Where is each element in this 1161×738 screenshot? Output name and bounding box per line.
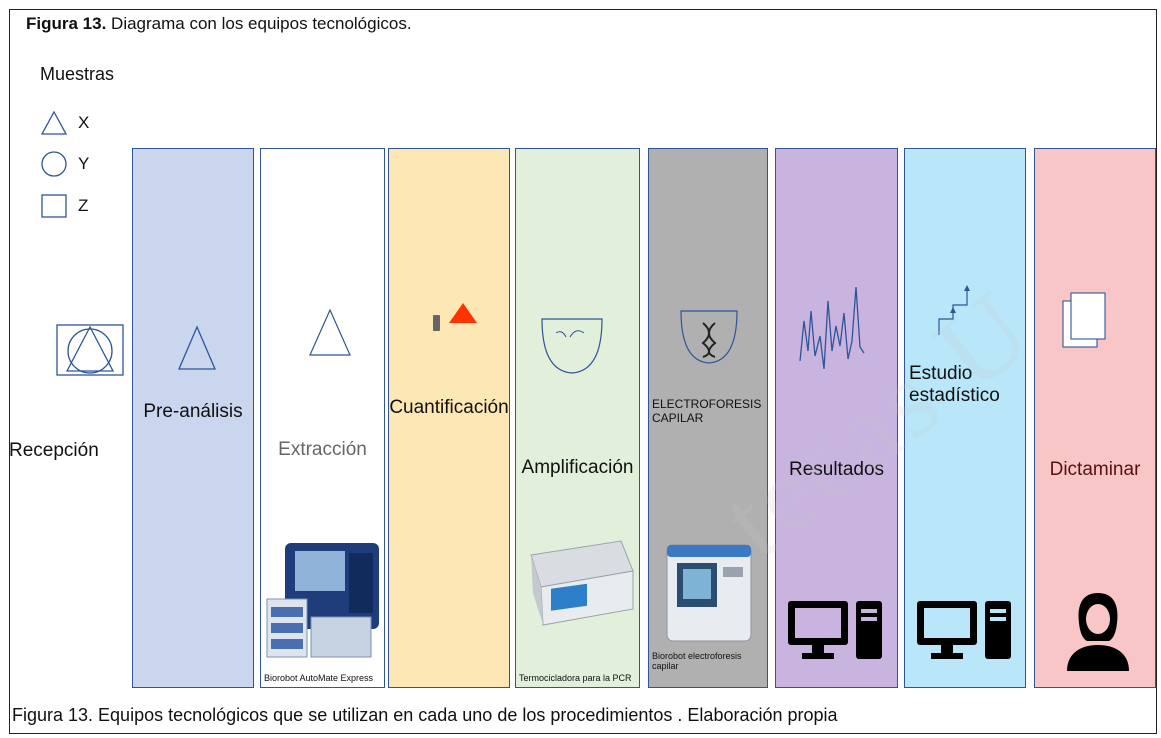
- reception-label: Recepción: [9, 440, 99, 461]
- triangle-icon: [309, 308, 351, 356]
- stage-results: Resultados: [775, 148, 898, 688]
- stage-label: ELECTROFORESIS CAPILAR: [649, 397, 770, 425]
- stage-electrophoresis: ELECTROFORESIS CAPILAR Biorobot electrof…: [648, 148, 768, 688]
- triangle-icon: [178, 325, 216, 370]
- legend-heading: Muestras: [40, 64, 115, 84]
- person-icon: [1067, 593, 1129, 671]
- documents-icon: [1062, 292, 1106, 348]
- stage-extraction: Extracción Biorobot AutoMate Express: [260, 148, 385, 688]
- stage-statistics: Estudio estadístico: [904, 148, 1026, 688]
- square-icon: [41, 194, 67, 218]
- stage-label: Cuantificación: [389, 397, 509, 418]
- equipment-caption: Biorobot electroforesis capilar: [652, 651, 742, 671]
- legend-label-x: X: [78, 113, 90, 132]
- equipment-caption: Termocicladora para la PCR: [519, 673, 632, 683]
- figure-caption: Figura 13. Equipos tecnológicos que se u…: [12, 705, 838, 725]
- legend-label-y: Y: [78, 154, 90, 173]
- figure-title: Figura 13. Diagrama con los equipos tecn…: [26, 14, 412, 33]
- electropherogram-icon: [799, 286, 865, 370]
- stage-label: Amplificación: [521, 457, 634, 478]
- stage-quantification: Cuantificación: [388, 148, 510, 688]
- circle-icon: [41, 151, 67, 177]
- tube-icon: [541, 318, 603, 374]
- stage-label-line: estadístico: [909, 385, 1000, 406]
- stage-label-line: CAPILAR: [652, 411, 704, 425]
- computer-icon: [917, 601, 1011, 659]
- triangle-icon: [40, 110, 68, 135]
- quantifier-icon: [433, 303, 477, 331]
- stairs-chart-icon: [938, 285, 970, 335]
- stage-label: Dictaminar: [1049, 459, 1141, 480]
- stage-label: Extracción: [278, 439, 367, 460]
- stage-label: Resultados: [788, 459, 885, 480]
- legend-item-z: Z: [40, 193, 88, 219]
- capillary-analyzer-icon: [666, 544, 752, 642]
- computer-icon: [788, 601, 882, 659]
- stage-pre-analysis: Pre-análisis: [132, 148, 254, 688]
- stage-verdict: Dictaminar: [1034, 148, 1156, 688]
- stage-label: Pre-análisis: [143, 401, 243, 422]
- stage-label: Estudio estadístico: [905, 363, 1029, 407]
- stage-amplification: Amplificación Termocicladora para la PCR: [515, 148, 640, 688]
- stage-label-line: ELECTROFORESIS: [652, 397, 762, 411]
- thermocycler-icon: [530, 540, 634, 626]
- biorobot-machine-icon: [266, 543, 379, 658]
- legend-label-z: Z: [78, 196, 89, 215]
- equipment-caption: Biorobot AutoMate Express: [264, 673, 374, 683]
- stage-label-line: Estudio: [909, 363, 973, 384]
- dna-icon: [680, 310, 738, 364]
- legend-item-x: X: [40, 110, 89, 136]
- legend-item-y: Y: [40, 150, 89, 178]
- reception-samples-icon: [56, 324, 124, 376]
